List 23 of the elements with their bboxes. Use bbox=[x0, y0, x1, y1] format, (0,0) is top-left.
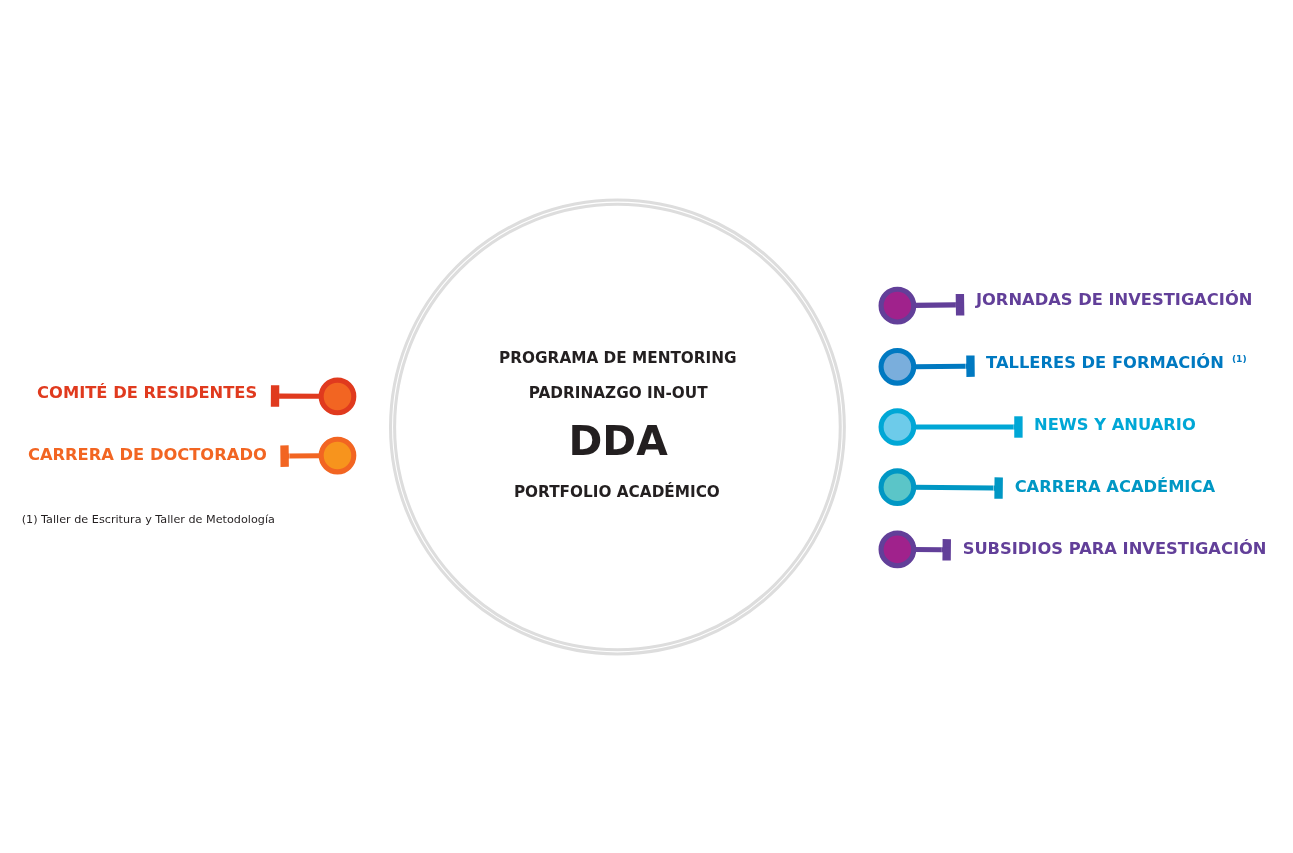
node-circle bbox=[878, 286, 917, 324]
node-circle bbox=[878, 347, 917, 386]
node-circle bbox=[878, 530, 917, 568]
node-text: CARRERA DE DOCTORADO bbox=[27, 444, 267, 464]
node-text: COMITÉ DE RESIDENTES bbox=[37, 382, 258, 402]
connector bbox=[270, 384, 322, 407]
node-circle bbox=[878, 407, 917, 446]
node-text: TALLERES DE FORMACIÓN $^{(1)}$ bbox=[986, 352, 1247, 372]
node-circle bbox=[878, 467, 917, 506]
node-text: NEWS Y ANUARIO bbox=[1034, 414, 1196, 434]
connector bbox=[913, 415, 1023, 438]
node-text: SUBSIDIOS PARA INVESTIGACIÓN bbox=[962, 538, 1267, 558]
node-text: JORNADAS DE INVESTIGACIÓN bbox=[975, 289, 1253, 309]
label: (1) Taller de Escritura y Taller de Metodología bbox=[21, 512, 275, 526]
connector bbox=[913, 293, 965, 316]
connector bbox=[913, 538, 951, 561]
node-text: CARRERA ACADÉMICA bbox=[1014, 476, 1216, 496]
connector bbox=[913, 354, 975, 377]
node-circle bbox=[318, 377, 357, 415]
node-circle bbox=[318, 436, 357, 474]
connector bbox=[913, 476, 1003, 499]
node-circle: PROGRAMA DE MENTORING PADRINAZGO IN-OUT DDA PORTFOLIO ACADÉMICO bbox=[389, 198, 846, 655]
connector bbox=[280, 444, 321, 467]
